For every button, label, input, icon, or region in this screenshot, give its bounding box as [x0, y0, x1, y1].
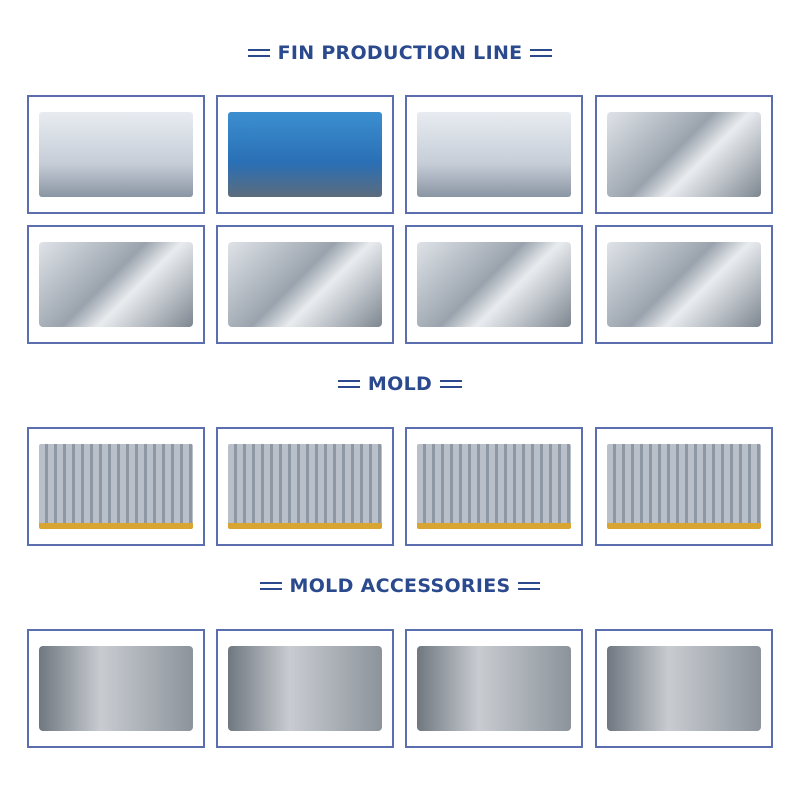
product-card[interactable]	[405, 225, 583, 344]
fin-production-line-full-image	[417, 112, 571, 197]
product-card[interactable]	[216, 95, 394, 214]
product-card[interactable]	[405, 95, 583, 214]
fin-louvered-strip-image	[607, 242, 761, 327]
double-line-icon	[518, 582, 541, 590]
section-heading: FIN PRODUCTION LINE	[0, 42, 800, 64]
accessory-slotted-blocks-image	[39, 646, 193, 731]
section-title: MOLD	[367, 373, 433, 395]
product-card[interactable]	[216, 427, 394, 546]
section-title: FIN PRODUCTION LINE	[277, 42, 523, 64]
product-card[interactable]	[27, 95, 205, 214]
accessory-punch-pins-image	[607, 646, 761, 731]
section-title: MOLD ACCESSORIES	[289, 575, 511, 597]
mold-3-image	[417, 444, 571, 529]
double-line-icon	[259, 582, 282, 590]
double-line-icon	[530, 49, 553, 57]
product-card[interactable]	[595, 225, 773, 344]
product-card[interactable]	[595, 427, 773, 546]
double-line-icon	[337, 380, 360, 388]
product-card[interactable]	[27, 629, 205, 748]
double-line-icon	[247, 49, 270, 57]
fin-plate-with-holes-image	[228, 242, 382, 327]
product-card[interactable]	[595, 629, 773, 748]
product-card[interactable]	[27, 427, 205, 546]
mold-2-image	[228, 444, 382, 529]
mold-4-image	[607, 444, 761, 529]
fin-strip-blue-diagonal-image	[39, 242, 193, 327]
product-card[interactable]	[595, 95, 773, 214]
fin-square-plate-image	[417, 242, 571, 327]
fin-strip-long-image	[607, 112, 761, 197]
accessory-notched-block-image	[228, 646, 382, 731]
fin-press-machine-blue-image	[228, 112, 382, 197]
section-heading: MOLD ACCESSORIES	[0, 575, 800, 597]
product-card[interactable]	[216, 225, 394, 344]
product-card[interactable]	[405, 629, 583, 748]
fin-press-machine-white-image	[39, 112, 193, 197]
double-line-icon	[440, 380, 463, 388]
accessory-bushing-image	[417, 646, 571, 731]
product-card[interactable]	[216, 629, 394, 748]
section-heading: MOLD	[0, 373, 800, 395]
mold-1-image	[39, 444, 193, 529]
product-card[interactable]	[405, 427, 583, 546]
product-card[interactable]	[27, 225, 205, 344]
